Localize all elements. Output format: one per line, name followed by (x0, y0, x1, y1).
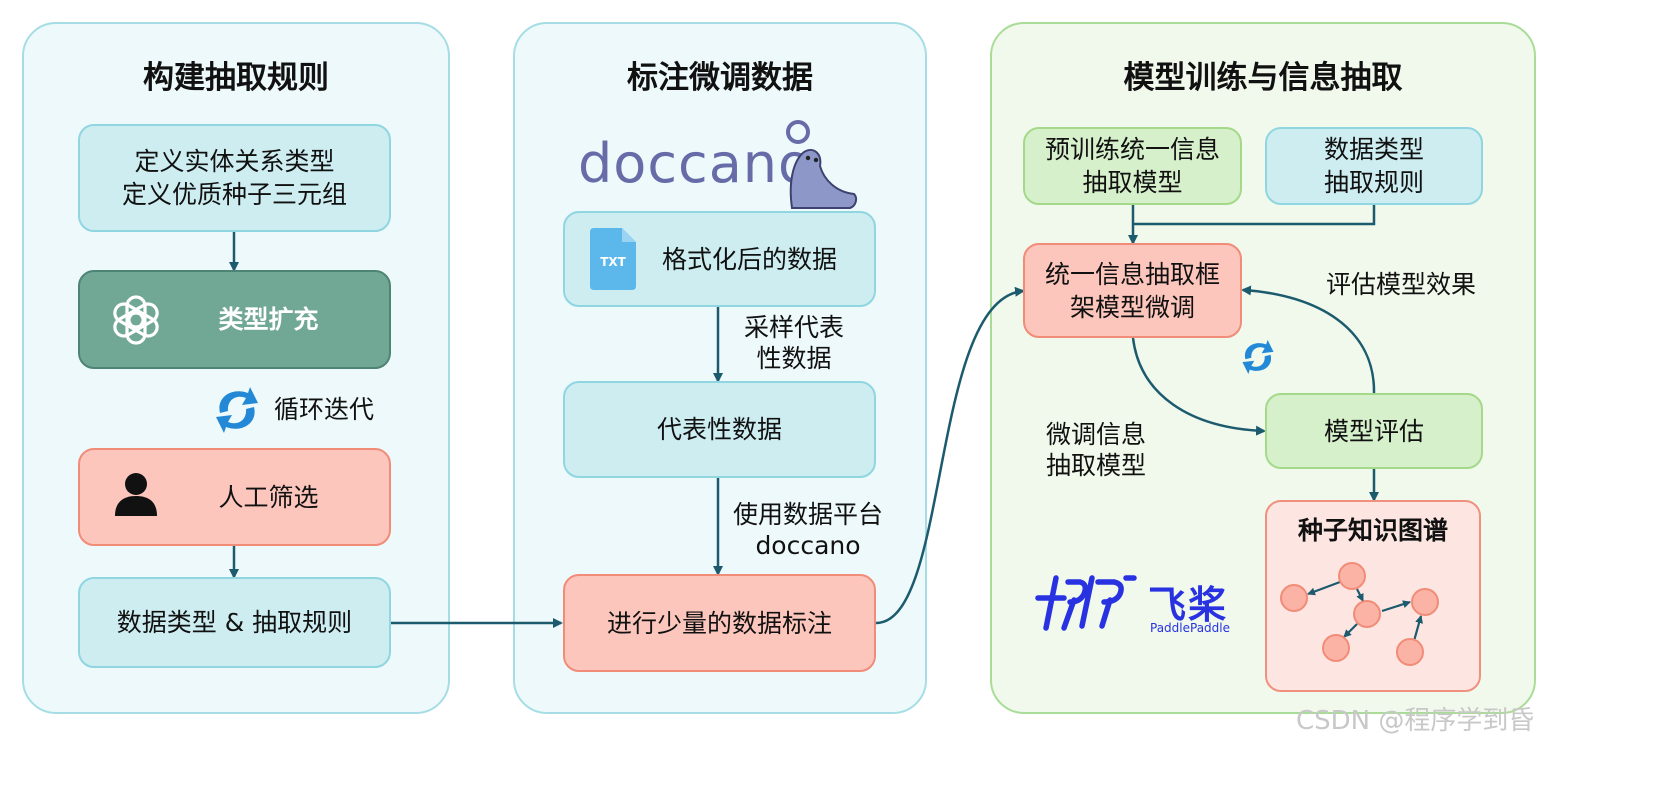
paddle-brand-cn: 飞桨 (1148, 583, 1229, 627)
seal-mascot-icon (786, 120, 858, 209)
sample-representative-label: 采样代表 性数据 (743, 313, 844, 374)
kg-edge (1343, 623, 1358, 638)
representative-data-box: 代表性数据 (563, 381, 876, 478)
kg-node (1338, 562, 1366, 590)
loop-iteration-label: 循环迭代 (274, 395, 375, 424)
knowledge-graph (1280, 562, 1439, 666)
type-expansion-label: 类型扩充 (218, 305, 319, 334)
csdn-watermark: CSDN @程序学到昏 (1296, 706, 1535, 736)
paddlepaddle-logo-icon (1035, 575, 1137, 631)
panel-title-annotate: 标注微调数据 (627, 60, 813, 96)
refresh-icon-small (1242, 339, 1274, 375)
evaluate-effect-label: 评估模型效果 (1326, 270, 1477, 299)
kg-node (1411, 588, 1439, 616)
manual-filter-box: 人工筛选 (78, 448, 391, 546)
types-rules-box: 数据类型 抽取规则 (1265, 127, 1483, 205)
finetune-model-label: 微调信息 抽取模型 (1046, 420, 1147, 481)
panel-title-rules: 构建抽取规则 (143, 60, 329, 96)
kg-node (1353, 600, 1381, 628)
arrow-finetune-to-evaluate (1131, 337, 1266, 436)
txt-file-label: TXT (600, 255, 626, 269)
doccano-logo: doccano (578, 120, 868, 212)
kg-edge (1412, 615, 1423, 642)
doccano-wordmark: doccano (578, 132, 813, 195)
openai-logo-icon (113, 295, 159, 345)
kg-node (1322, 634, 1350, 662)
kg-edge (1356, 588, 1364, 602)
annotate-data-box: 进行少量的数据标注 (563, 574, 876, 672)
manual-filter-label: 人工筛选 (218, 482, 319, 512)
kg-edge (1307, 580, 1341, 596)
use-platform-label: 使用数据平台 doccano (732, 500, 883, 561)
seed-kg-title: 种子知识图谱 (1297, 516, 1448, 545)
kg-node (1280, 584, 1308, 612)
formatted-data-label: 格式化后的数据 (661, 244, 837, 274)
txt-file-icon (590, 228, 636, 290)
person-icon (115, 473, 157, 516)
define-types-box: 定义实体关系类型 定义优质种子三元组 (78, 124, 391, 232)
types-rules-result-box: 数据类型 & 抽取规则 (78, 577, 391, 668)
kg-node (1396, 638, 1424, 666)
arrow-annotate-to-finetune (875, 286, 1025, 625)
kg-edge (1381, 600, 1411, 613)
panel-title-train: 模型训练与信息抽取 (1123, 60, 1403, 96)
paddle-brand-en: PaddlePaddle (1150, 621, 1231, 635)
pretrained-model-box: 预训练统一信息 抽取模型 (1023, 127, 1242, 205)
finetune-model-box: 统一信息抽取框 架模型微调 (1023, 243, 1242, 338)
model-evaluation-box: 模型评估 (1265, 393, 1483, 469)
refresh-icon (216, 387, 258, 433)
connector-rules-to-finetune (1133, 205, 1376, 226)
arrow-evaluate-to-finetune (1241, 285, 1376, 394)
